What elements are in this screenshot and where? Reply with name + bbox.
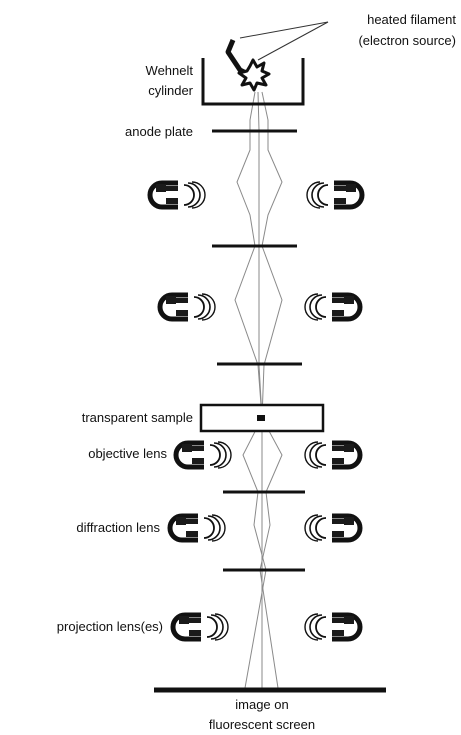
filament-pointer bbox=[239, 21, 329, 61]
wehnelt-cylinder bbox=[201, 58, 305, 106]
label-sample: transparent sample bbox=[82, 410, 193, 425]
transparent-sample bbox=[199, 403, 325, 433]
electron-beam bbox=[234, 91, 283, 689]
magnetic-lens-icon bbox=[305, 442, 360, 468]
sample-specimen bbox=[257, 415, 265, 421]
label-projection: projection lens(es) bbox=[57, 619, 163, 634]
label-anode: anode plate bbox=[125, 124, 193, 139]
filament-icon bbox=[225, 39, 271, 92]
label-wehnelt-2: cylinder bbox=[148, 83, 193, 98]
label-wehnelt-1: Wehnelt bbox=[146, 63, 194, 78]
magnetic-lens-icon bbox=[176, 442, 231, 468]
label-filament-1: heated filament bbox=[367, 12, 456, 27]
label-objective: objective lens bbox=[88, 446, 167, 461]
magnetic-lens-icon bbox=[150, 182, 205, 208]
magnetic-lens-icon bbox=[173, 614, 228, 640]
label-diffraction: diffraction lens bbox=[76, 520, 160, 535]
magnetic-lens-icon bbox=[170, 515, 225, 541]
label-screen-2: fluorescent screen bbox=[209, 717, 315, 732]
label-screen-1: image on bbox=[235, 697, 288, 712]
magnetic-lens-icon bbox=[305, 294, 360, 320]
magnetic-lens-icon bbox=[160, 294, 215, 320]
magnetic-lens-icon bbox=[305, 614, 360, 640]
magnetic-lens-icon bbox=[305, 515, 360, 541]
label-filament-2: (electron source) bbox=[358, 33, 456, 48]
magnetic-lens-icon bbox=[307, 182, 362, 208]
